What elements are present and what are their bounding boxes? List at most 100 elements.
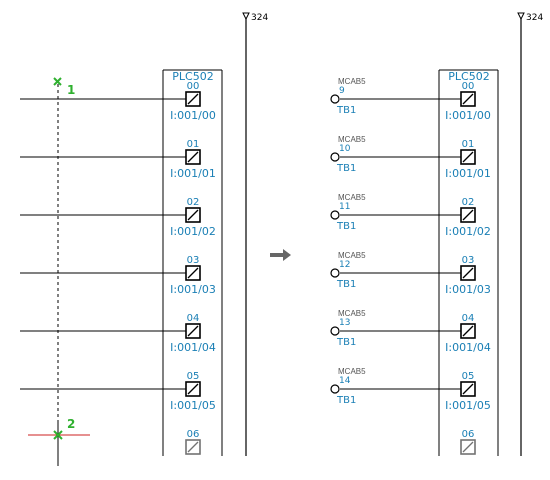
terminal-block-number: 12 [339,260,350,270]
right-terminal-5[interactable]: 05I:001/05 [340,371,491,412]
left-terminal-5[interactable]: 05I:001/05 [20,371,216,412]
right-terminal-address: I:001/03 [445,283,491,296]
terminal-block-strip: TB1 [336,105,356,116]
right-terminal-slash [462,383,474,395]
terminal-block-circle-icon [330,384,340,394]
terminal-block-tag: MCAB5 [338,193,366,202]
pick-point-2-x-icon [53,430,63,440]
left-wire-324-arrow-icon [242,12,250,21]
pick-point-2[interactable]: 2 [28,417,90,466]
right-panel: 324 PLC502 00I:001/0001I:001/0102I:001/0… [330,12,543,456]
left-wire-number: 324 [251,13,268,23]
left-terminal-address: I:001/05 [170,399,216,412]
left-terminal-group: 00I:001/00 01I:001/01 02I:001/02 03I:001/03… [20,81,216,455]
terminal-block-circle-icon [330,268,340,278]
terminal-block-number: 10 [339,144,351,154]
left-terminal-slash [187,93,199,105]
right-terminal-number: 05 [462,371,475,382]
terminal-block-number: 13 [339,318,350,328]
terminal-block-strip: TB1 [336,221,356,232]
right-terminal-0[interactable]: 00I:001/00 [340,81,491,122]
right-terminal-address: I:001/02 [445,225,491,238]
right-arrow-icon [270,249,291,261]
left-terminal-address: I:001/04 [170,341,216,354]
transition-arrow-icon [270,249,291,261]
terminal-block-circle-icon [330,210,340,220]
left-terminal-number: 01 [187,139,200,150]
left-terminal-slash [187,441,199,453]
right-terminal-address: I:001/00 [445,109,491,122]
left-terminal-slash [187,325,199,337]
left-terminal-slash [187,151,199,163]
right-terminal-block-group: MCAB59TB1MCAB510TB1MCAB511TB1MCAB512TB1M… [330,77,366,406]
terminal-block-strip: TB1 [336,163,356,174]
right-terminal-slash [462,209,474,221]
left-terminal-slash [187,267,199,279]
right-terminal-6[interactable]: 06 [460,429,476,455]
left-terminal-number: 00 [187,81,200,92]
right-terminal-address: I:001/04 [445,341,491,354]
left-panel: 324 PLC502 00I:001/0001I:001/0102I:001/0… [20,12,268,466]
right-wire-324-arrow-icon [517,12,525,21]
left-terminal-slash [187,209,199,221]
left-terminal-1[interactable]: 01I:001/01 [20,139,216,180]
terminal-block-tag: MCAB5 [338,367,366,376]
terminal-block-strip: TB1 [336,279,356,290]
left-terminal-2[interactable]: 02I:001/02 [20,197,216,238]
left-terminal-number: 06 [187,429,200,440]
right-terminal-slash [462,151,474,163]
terminal-block-strip: TB1 [336,337,356,348]
right-plc-label: PLC502 [448,70,489,83]
right-terminal-slash [462,325,474,337]
left-terminal-slash [187,383,199,395]
right-terminal-1[interactable]: 01I:001/01 [340,139,491,180]
right-terminal-address: I:001/01 [445,167,491,180]
pick-point-1[interactable]: 1 [53,77,75,97]
left-terminal-address: I:001/01 [170,167,216,180]
terminal-block-circle-icon [330,152,340,162]
terminal-block-tag: MCAB5 [338,251,366,260]
right-terminal-4[interactable]: 04I:001/04 [340,313,491,354]
pick-point-1-label: 1 [67,83,75,97]
left-plc-label: PLC502 [172,70,213,83]
right-terminal-number: 02 [462,197,475,208]
right-terminal-slash [462,93,474,105]
terminal-block-tag: MCAB5 [338,309,366,318]
terminal-block-tag: MCAB5 [338,77,366,86]
right-terminal-number: 03 [462,255,475,266]
terminal-block-circle-icon [330,326,340,336]
right-terminal-address: I:001/05 [445,399,491,412]
terminal-block-number: 14 [339,376,351,386]
left-terminal-number: 05 [187,371,200,382]
left-terminal-4[interactable]: 04I:001/04 [20,313,216,354]
terminal-block-circle-icon [330,94,340,104]
left-terminal-address: I:001/03 [170,283,216,296]
right-terminal-number: 06 [462,429,475,440]
right-terminal-2[interactable]: 02I:001/02 [340,197,491,238]
left-terminal-0[interactable]: 00I:001/00 [20,81,216,122]
terminal-block-number: 11 [339,202,350,212]
left-terminal-address: I:001/02 [170,225,216,238]
terminal-block-strip: TB1 [336,395,356,406]
right-wire-number: 324 [526,13,543,23]
left-terminal-number: 03 [187,255,200,266]
pick-point-1-x-icon [53,77,62,86]
right-terminal-group: 00I:001/00 01I:001/01 02I:001/02 03I:001/03… [340,81,491,455]
right-terminal-3[interactable]: 03I:001/03 [340,255,491,296]
left-terminal-6[interactable]: 06 [185,429,201,455]
right-terminal-number: 01 [462,139,475,150]
left-terminal-address: I:001/00 [170,109,216,122]
left-terminal-3[interactable]: 03I:001/03 [20,255,216,296]
terminal-block-tag: MCAB5 [338,135,366,144]
left-terminal-number: 04 [187,313,200,324]
right-terminal-number: 00 [462,81,475,92]
right-terminal-number: 04 [462,313,475,324]
left-terminal-number: 02 [187,197,200,208]
